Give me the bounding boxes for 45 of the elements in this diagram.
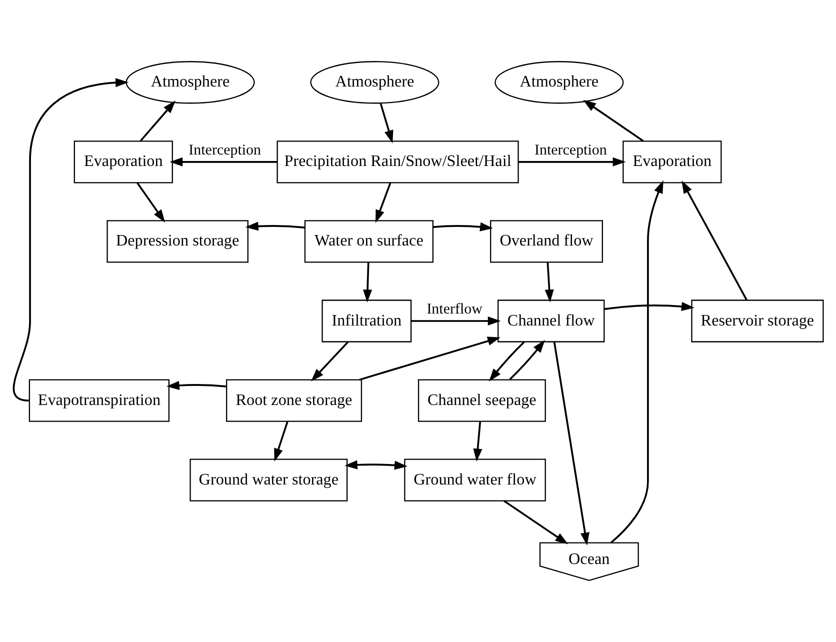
node-box: Evapotranspiration: [28, 379, 170, 422]
edge-label: Interception: [188, 142, 262, 158]
arrow: [473, 422, 482, 462]
node-box: Evaporation: [622, 140, 722, 184]
node-box: Evaporation: [74, 140, 173, 184]
arrow: [140, 100, 176, 142]
edge-label: Interflow: [426, 301, 482, 318]
arrow: [363, 262, 372, 303]
arrow: [274, 421, 288, 462]
arrow: [375, 182, 392, 223]
arrow: [166, 380, 226, 390]
node-box: Channel flow: [498, 300, 605, 342]
arrow: [245, 222, 305, 231]
node-box: Depression storage: [106, 220, 248, 263]
arrow: [311, 341, 349, 382]
node-box: Overland flow: [490, 220, 603, 263]
node-box: Reservoir storage: [691, 300, 824, 342]
node-box: Infiltration: [322, 300, 412, 342]
node-ellipse: Atmosphere: [126, 61, 255, 104]
node-box: Channel seepage: [418, 379, 546, 422]
arrow: [553, 342, 590, 546]
edge-label: Interception: [534, 142, 607, 158]
arrow: [488, 341, 525, 382]
node-box: Root zone storage: [226, 379, 362, 422]
node-box: Precipitation Rain/Snow/Sleet/Hail: [276, 140, 519, 184]
arrow: [344, 460, 408, 470]
arrow: [610, 180, 664, 544]
node-ellipse: Atmosphere: [494, 61, 624, 104]
arrow: [504, 500, 568, 544]
arrow: [544, 262, 554, 303]
arrow: [518, 157, 626, 166]
arrow: [433, 222, 493, 232]
arrow: [380, 103, 394, 144]
arrow: [509, 340, 545, 380]
node-ellipse: Atmosphere: [310, 61, 440, 104]
arrow: [170, 157, 278, 166]
arrow: [682, 180, 748, 301]
arrow: [359, 336, 500, 381]
node-box: Water on surface: [304, 220, 434, 263]
arrow: [136, 182, 166, 222]
arrow: [604, 302, 694, 312]
arrow: [583, 100, 644, 142]
arrow: [411, 316, 501, 326]
node-box: Ground water flow: [404, 458, 546, 502]
node-box: Ground water storage: [190, 458, 348, 502]
